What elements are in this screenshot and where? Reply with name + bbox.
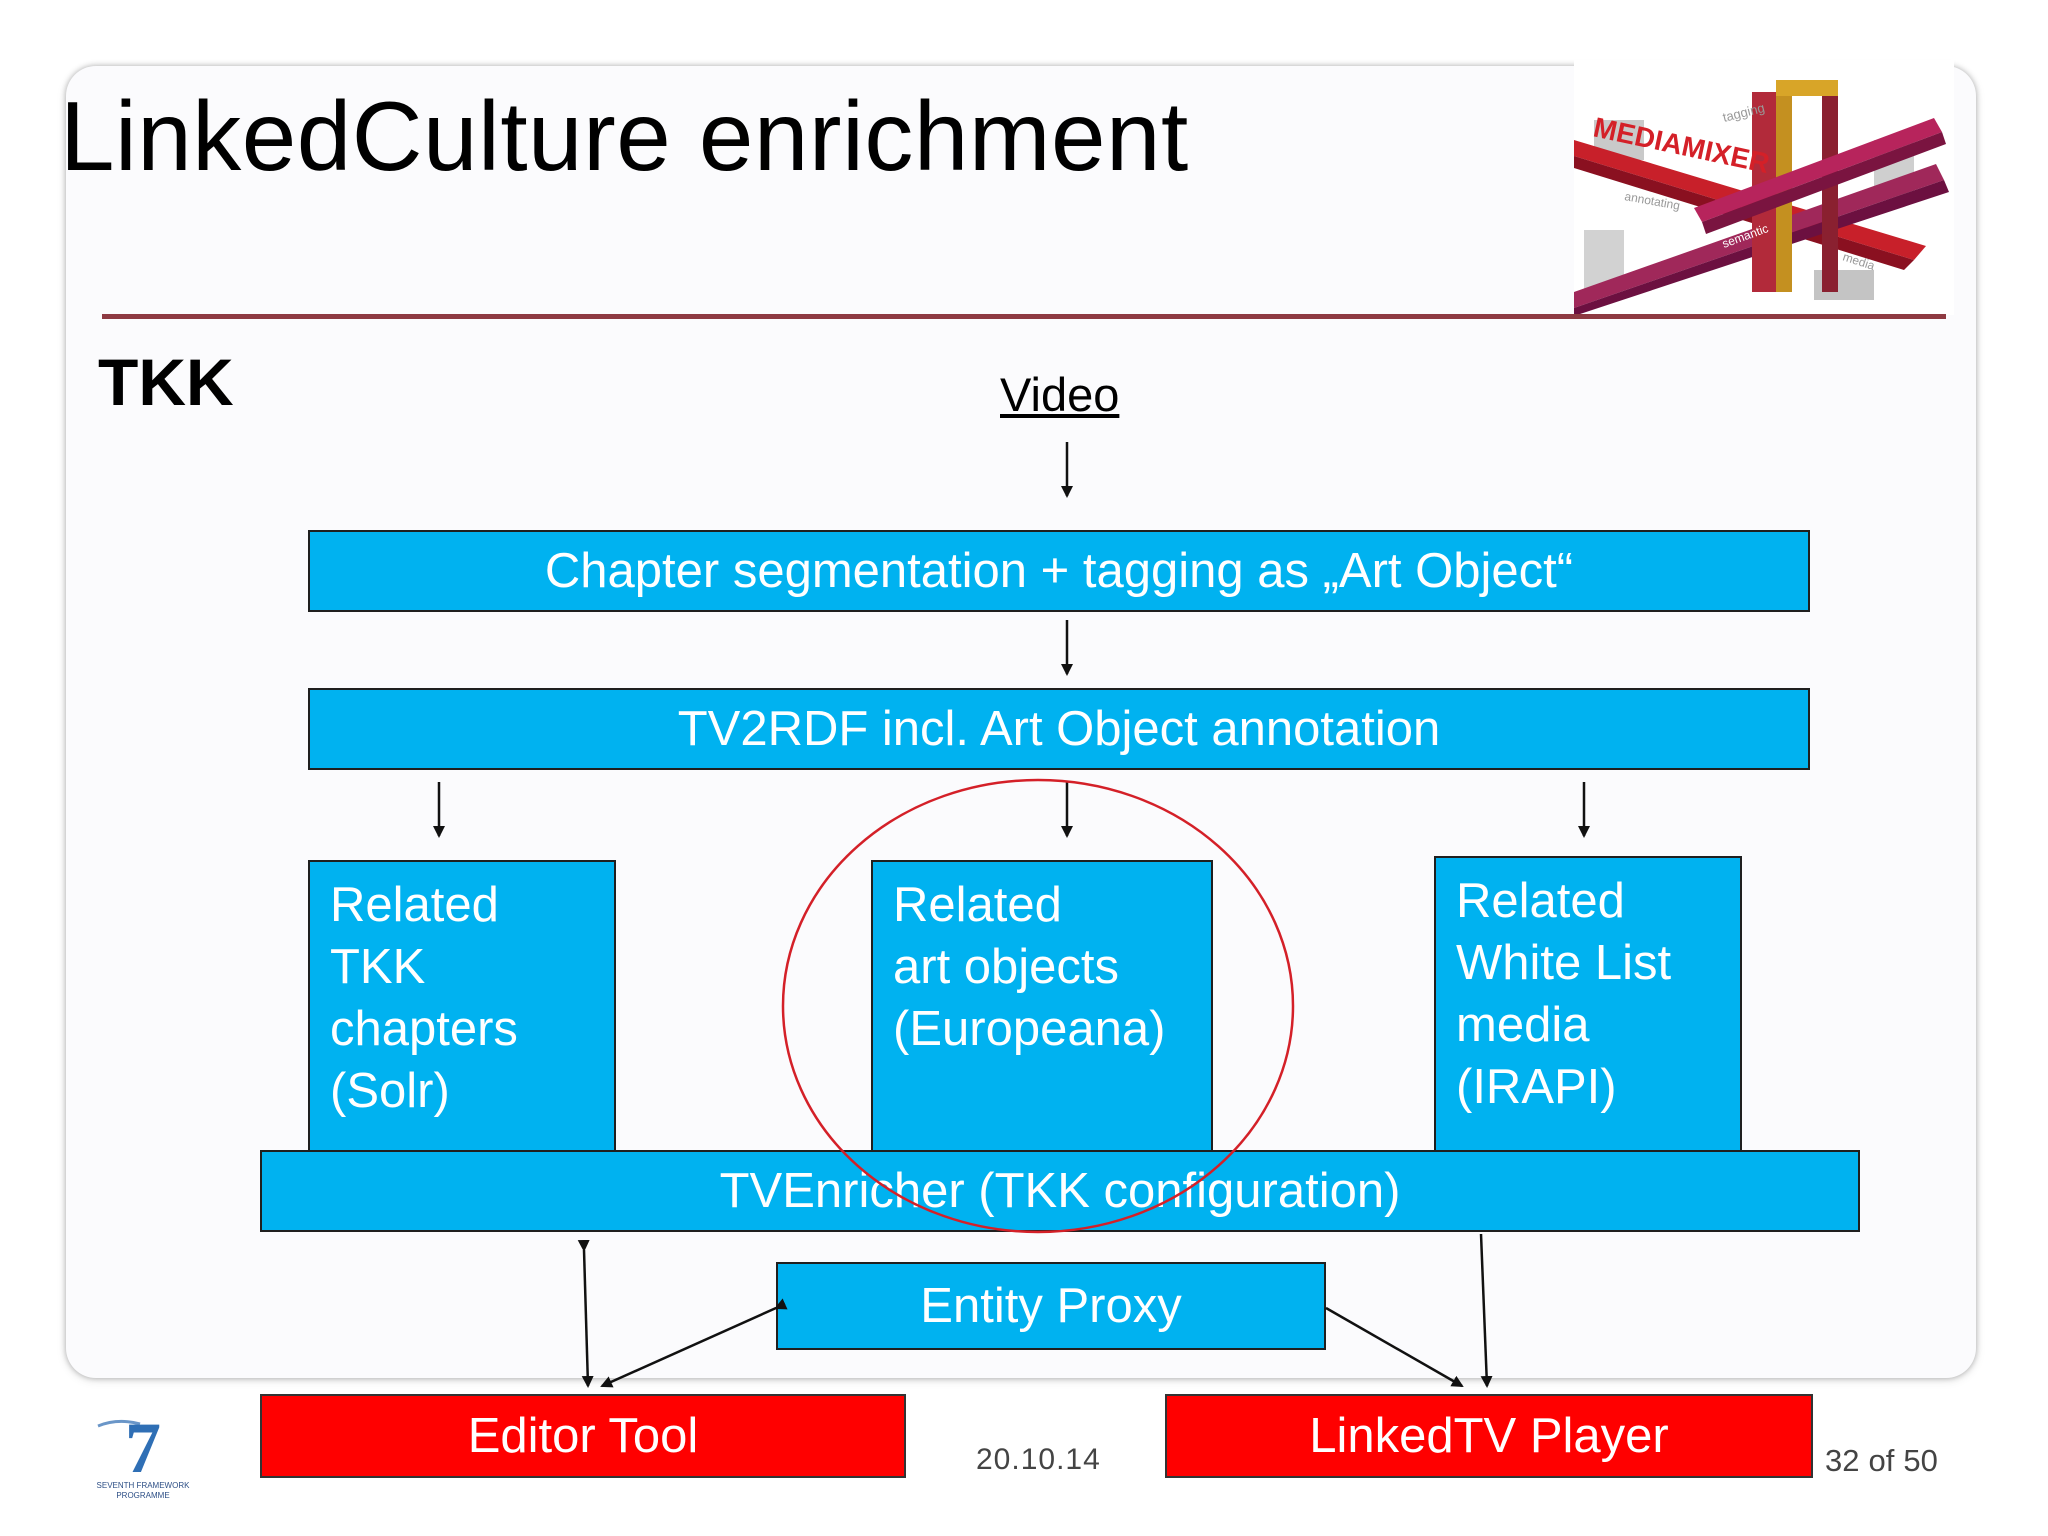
page-current: 32: [1825, 1443, 1860, 1478]
fp7-logo: 7 SEVENTH FRAMEWORK PROGRAMME: [97, 1412, 191, 1500]
chapter-segmentation-box: Chapter segmentation + tagging as „Art O…: [308, 530, 1810, 612]
editor-tool-label: Editor Tool: [467, 1409, 699, 1463]
related-tkk-line-2: TKK: [330, 940, 426, 994]
related-art-line-2: art objects: [893, 940, 1120, 994]
slide-date: 20.10.14: [976, 1443, 1101, 1476]
tv2rdf-label: TV2RDF incl. Art Object annotation: [677, 702, 1441, 756]
tvenricher-box: TVEnricher (TKK configuration): [260, 1150, 1860, 1232]
related-tkk-box: Related TKK chapters (Solr): [308, 860, 616, 1152]
related-tkk-line-4: (Solr): [330, 1064, 450, 1118]
tvenricher-label: TVEnricher (TKK configuration): [719, 1164, 1401, 1218]
fp7-line-1: SEVENTH FRAMEWORK: [97, 1481, 191, 1490]
slide-title: LinkedCulture enrichment: [60, 81, 1189, 191]
fp7-line-2: PROGRAMME: [116, 1491, 169, 1500]
video-label: Video: [1000, 368, 1120, 421]
related-whitelist-box: Related White List media (IRAPI): [1434, 856, 1742, 1152]
editor-tool-box: Editor Tool: [260, 1394, 906, 1478]
page-of: of: [1868, 1443, 1895, 1478]
section-heading: TKK: [98, 345, 234, 419]
related-tkk-line-3: chapters: [330, 1002, 518, 1056]
entity-proxy-label: Entity Proxy: [920, 1279, 1182, 1333]
related-whitelist-line-2: White List: [1456, 936, 1672, 990]
fp7-numeral: 7: [125, 1412, 161, 1488]
chapter-segmentation-label: Chapter segmentation + tagging as „Art O…: [544, 544, 1574, 598]
linkedtv-player-label: LinkedTV Player: [1309, 1409, 1669, 1463]
related-tkk-line-1: Related: [330, 878, 499, 932]
related-whitelist-line-1: Related: [1456, 874, 1625, 928]
page-total: 50: [1903, 1443, 1938, 1478]
tv2rdf-box: TV2RDF incl. Art Object annotation: [308, 688, 1810, 770]
related-whitelist-line-4: (IRAPI): [1456, 1060, 1617, 1114]
related-art-line-1: Related: [893, 878, 1062, 932]
title-rule: [102, 314, 1946, 319]
mediamixer-logo: MEDIAMIXER tagging annotating semantic m…: [1574, 60, 1954, 315]
related-whitelist-line-3: media: [1456, 998, 1590, 1052]
related-art-line-3: (Europeana): [893, 1002, 1166, 1056]
related-art-objects-box: Related art objects (Europeana): [871, 860, 1213, 1152]
linkedtv-player-box: LinkedTV Player: [1165, 1394, 1813, 1478]
entity-proxy-box: Entity Proxy: [776, 1262, 1326, 1350]
